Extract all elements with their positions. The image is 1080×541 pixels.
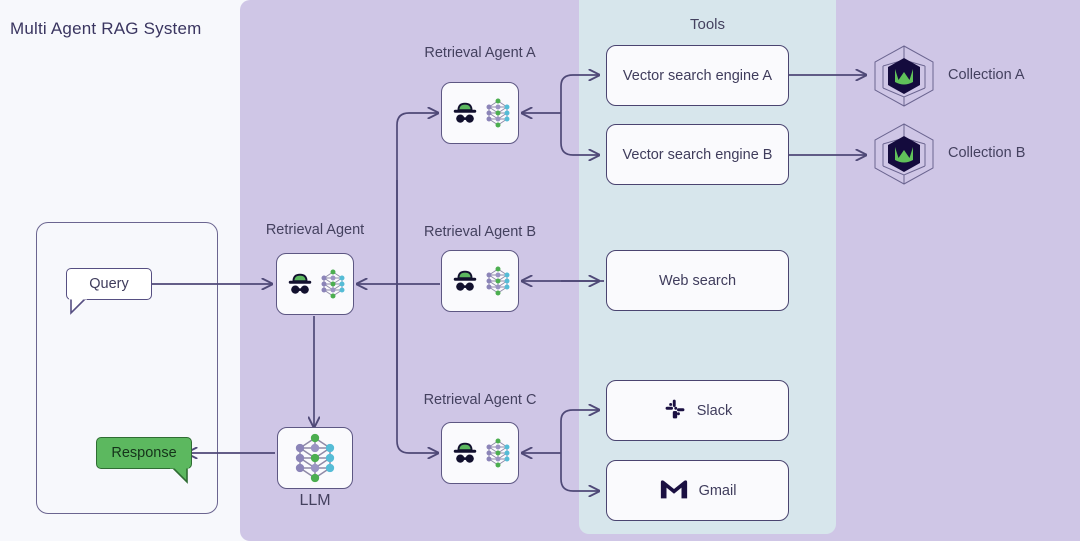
tools-panel-title: Tools: [689, 16, 726, 33]
response-bubble[interactable]: Response: [96, 437, 192, 469]
weaviate-icon: [871, 122, 937, 186]
neural-network-icon: [295, 433, 335, 483]
spy-agent-icon: [450, 266, 511, 296]
page-title: Multi Agent RAG System: [10, 19, 202, 38]
neural-network-icon: [486, 98, 509, 128]
retrieval-agent-b[interactable]: [441, 250, 519, 312]
retrieval-agent-b-label: Retrieval Agent B: [423, 224, 537, 240]
tool-label: Web search: [658, 272, 737, 289]
response-bubble-tail: [170, 466, 189, 484]
retrieval-agent-c[interactable]: [441, 422, 519, 484]
spy-agent-icon: [450, 98, 511, 128]
neural-network-icon: [321, 269, 344, 299]
neural-network-icon: [486, 438, 509, 468]
spy-agent-icon: [285, 269, 346, 299]
retrieval-agent-c-label: Retrieval Agent C: [423, 392, 537, 408]
tool-vector-search-engine-b[interactable]: Vector search engine B: [606, 124, 789, 185]
spy-agent-icon: [450, 438, 511, 468]
weaviate-icon: [871, 44, 937, 108]
tool-gmail[interactable]: Gmail: [606, 460, 789, 521]
query-bubble[interactable]: Query: [66, 268, 152, 300]
collection-a-label: Collection A: [948, 67, 1025, 83]
collection-b-label: Collection B: [948, 145, 1026, 161]
llm-node[interactable]: [277, 427, 353, 489]
tool-slack[interactable]: Slack: [606, 380, 789, 441]
tool-web-search[interactable]: Web search: [606, 250, 789, 311]
tool-label: Gmail: [698, 482, 737, 499]
neural-network-icon: [486, 266, 509, 296]
tool-label: Slack: [696, 402, 733, 419]
tool-vector-search-engine-a[interactable]: Vector search engine A: [606, 45, 789, 106]
response-label: Response: [111, 445, 177, 461]
query-label: Query: [89, 276, 129, 292]
retrieval-agent-a-label: Retrieval Agent A: [424, 45, 536, 61]
tool-label: Vector search engine A: [622, 67, 773, 84]
gmail-icon: [659, 477, 689, 505]
slack-icon: [663, 397, 687, 425]
retrieval-agent-a[interactable]: [441, 82, 519, 144]
query-bubble-tail: [69, 297, 87, 315]
tool-label: Vector search engine B: [622, 146, 773, 163]
retrieval-agent-label: Retrieval Agent: [265, 222, 365, 238]
llm-label: LLM: [299, 492, 331, 509]
retrieval-agent[interactable]: [276, 253, 354, 315]
